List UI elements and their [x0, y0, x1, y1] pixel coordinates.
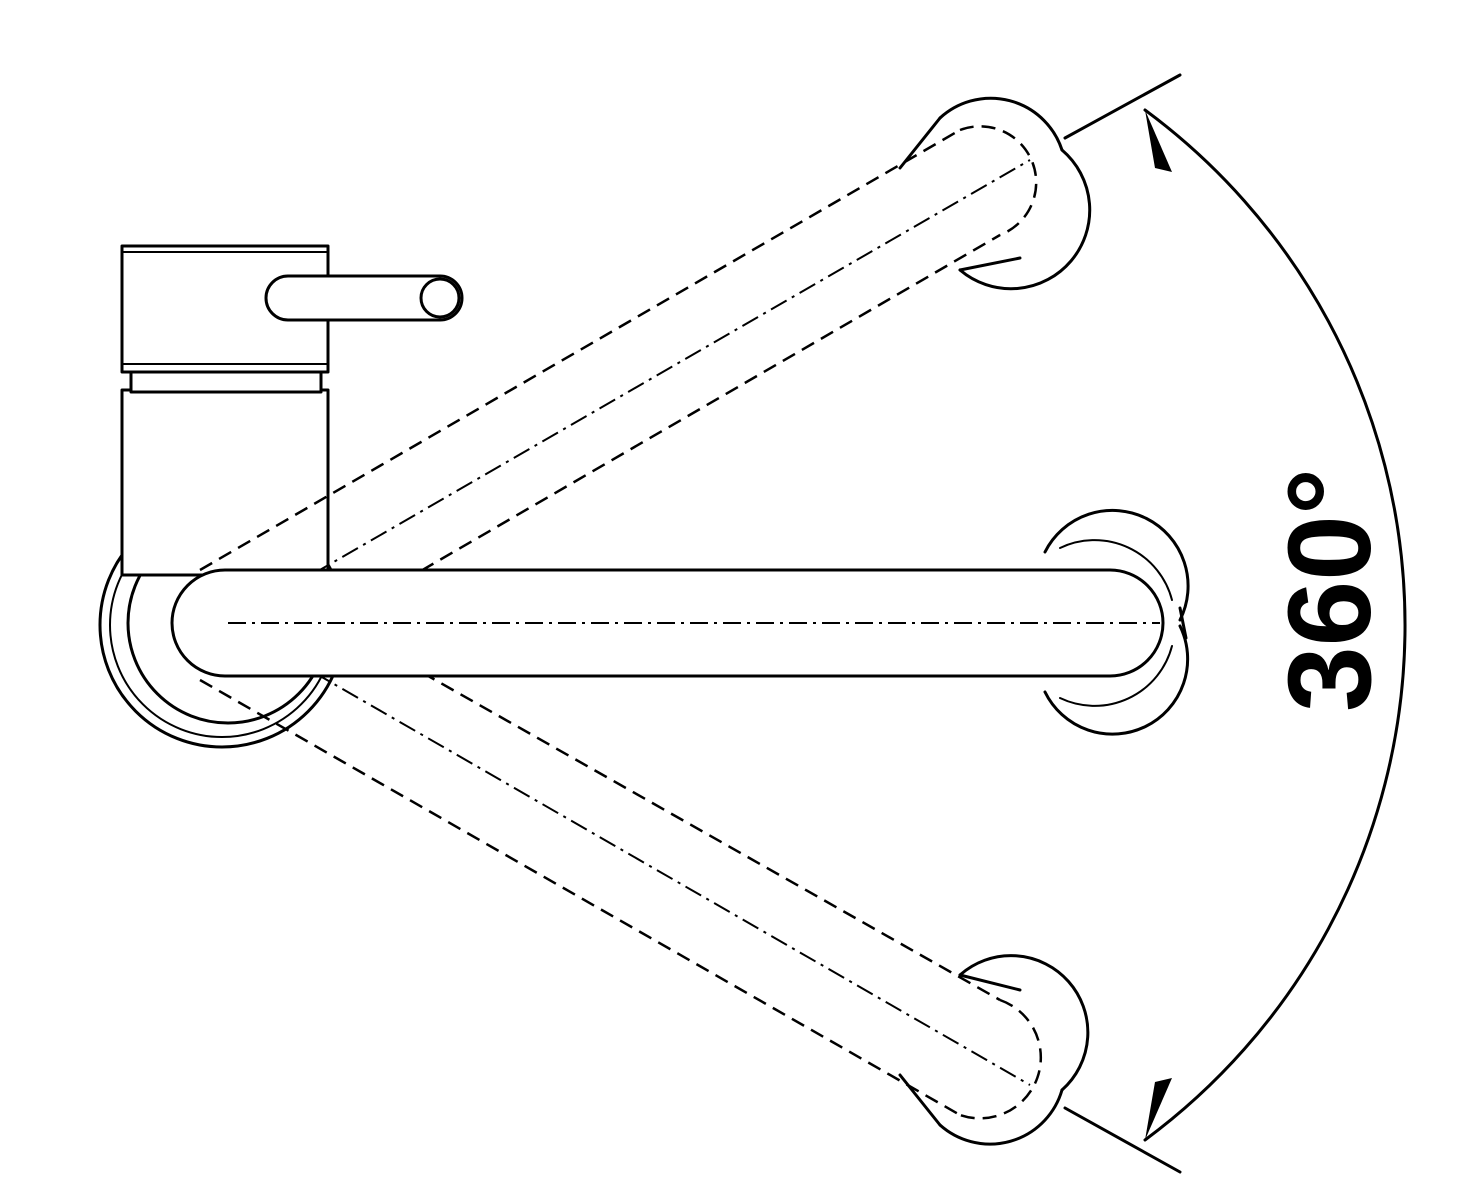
rotation-angle-label: 360° [1264, 468, 1396, 712]
rotation-indicator [1063, 73, 1407, 1174]
arrow-head-top [1145, 110, 1172, 172]
lever-handle [264, 274, 464, 322]
spout-center [170, 508, 1190, 736]
arrow-head-bottom [1145, 1078, 1172, 1140]
